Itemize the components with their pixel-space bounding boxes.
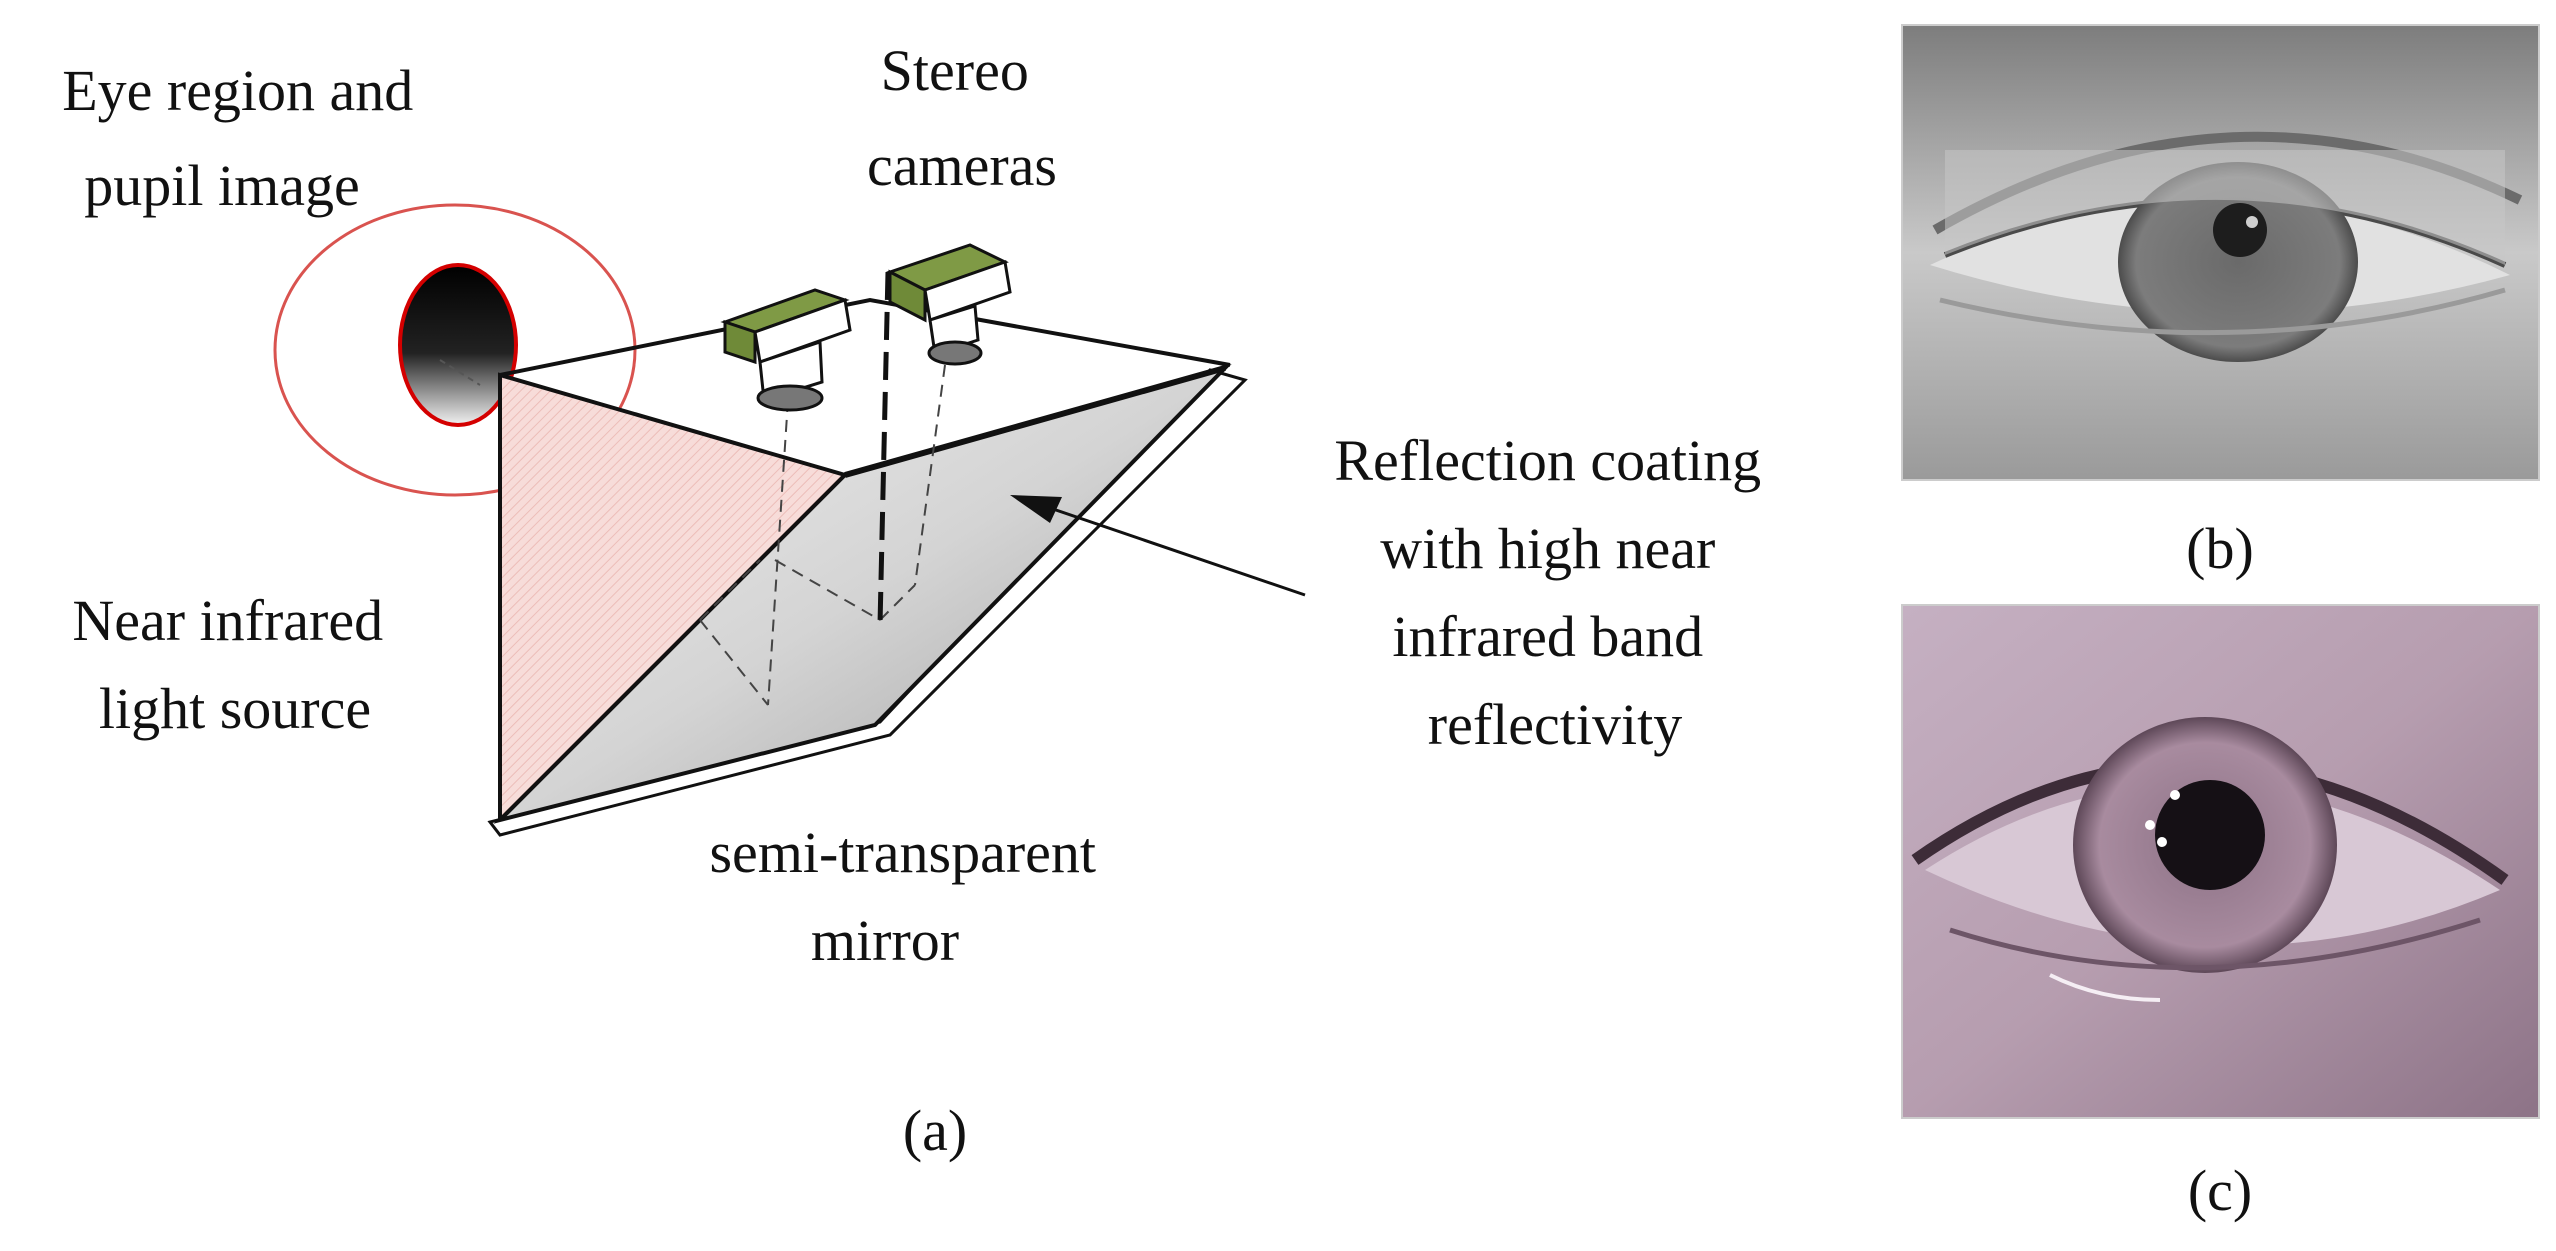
pupil-image: [398, 263, 518, 427]
coating-arrow: [1010, 495, 1306, 597]
center-axis: [877, 271, 891, 626]
panel-c-label: (c): [2188, 1158, 2252, 1223]
panel-b-label: (b): [2186, 516, 2254, 581]
panel-a-label: (a): [903, 1098, 967, 1163]
coating-label: Reflection coating with high near infrar…: [1334, 428, 1775, 757]
stereo-camera-right: [886, 243, 1012, 366]
eye-photo-grayscale: [1901, 24, 2540, 481]
apparatus-diagram: [273, 203, 1306, 837]
stereo-cameras-label: Stereo cameras: [867, 38, 1057, 198]
stereo-camera-left: [720, 288, 852, 412]
eye-region-outline: [273, 203, 637, 497]
optical-paths: [699, 364, 946, 706]
mirror-label: semi-transparent mirror: [709, 820, 1110, 973]
eye-region-label: Eye region and pupil image: [62, 58, 428, 218]
eye-photo-color: [1901, 604, 2540, 1119]
apparatus-top-edge: [499, 297, 1231, 377]
light-source-label: Near infrared light source: [72, 588, 397, 741]
